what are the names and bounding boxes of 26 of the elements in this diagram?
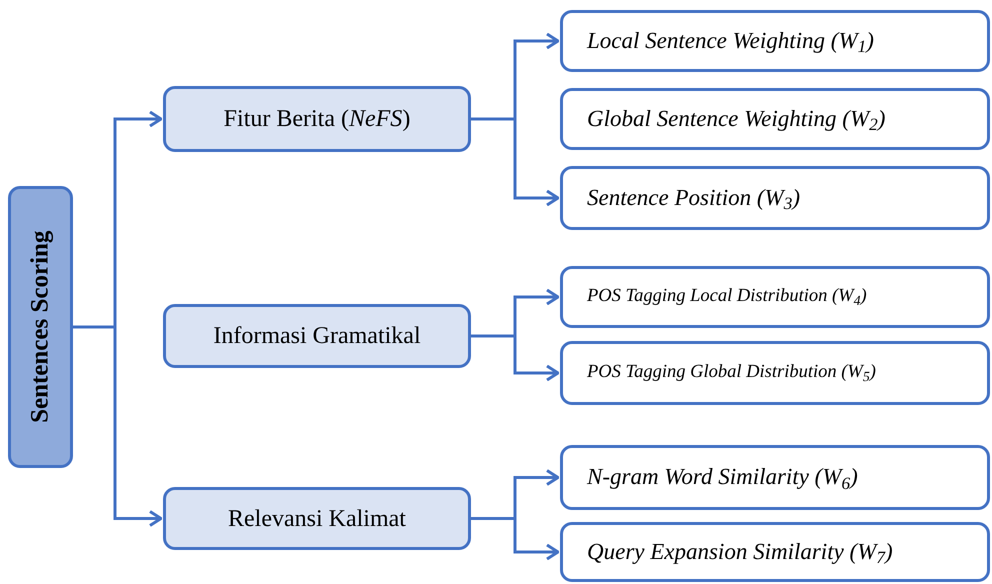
feature-box [560, 341, 990, 405]
node-label: POS Tagging Global Distribution (W$_{5}$) [587, 361, 876, 387]
arrow [471, 118, 560, 206]
node-label: Query Expansion Similarity (W$_{7}$) [587, 538, 893, 570]
node-label: Local Sentence Weighting (W$_{1}$) [587, 26, 874, 58]
category-box [163, 304, 471, 368]
category-box [163, 487, 471, 550]
arrow [73, 326, 162, 527]
feature-box [560, 522, 990, 582]
feature-box [560, 266, 990, 328]
arrow [471, 334, 560, 382]
node-label: Sentence Position (W$_{3}$) [587, 184, 800, 216]
feature-box [560, 445, 990, 510]
node-label: Sentences Scoring [26, 230, 55, 424]
feature-box [560, 10, 990, 72]
node-label: POS Tagging Local Distribution (W$_{4}$) [587, 285, 867, 311]
feature-box [560, 88, 990, 150]
node-label: Relevansi Kalimat [228, 504, 406, 534]
root-box [8, 186, 73, 468]
node-label: N-gram Word Similarity (W$_{6}$) [587, 463, 858, 495]
category-box [163, 86, 471, 152]
arrow [471, 517, 560, 560]
node-label: Informasi Gramatikal [213, 322, 421, 351]
node-label: Fitur Berita (NeFS) [224, 105, 410, 134]
feature-box [560, 166, 990, 230]
node-label: Global Sentence Weighting (W$_{2}$) [587, 104, 886, 136]
